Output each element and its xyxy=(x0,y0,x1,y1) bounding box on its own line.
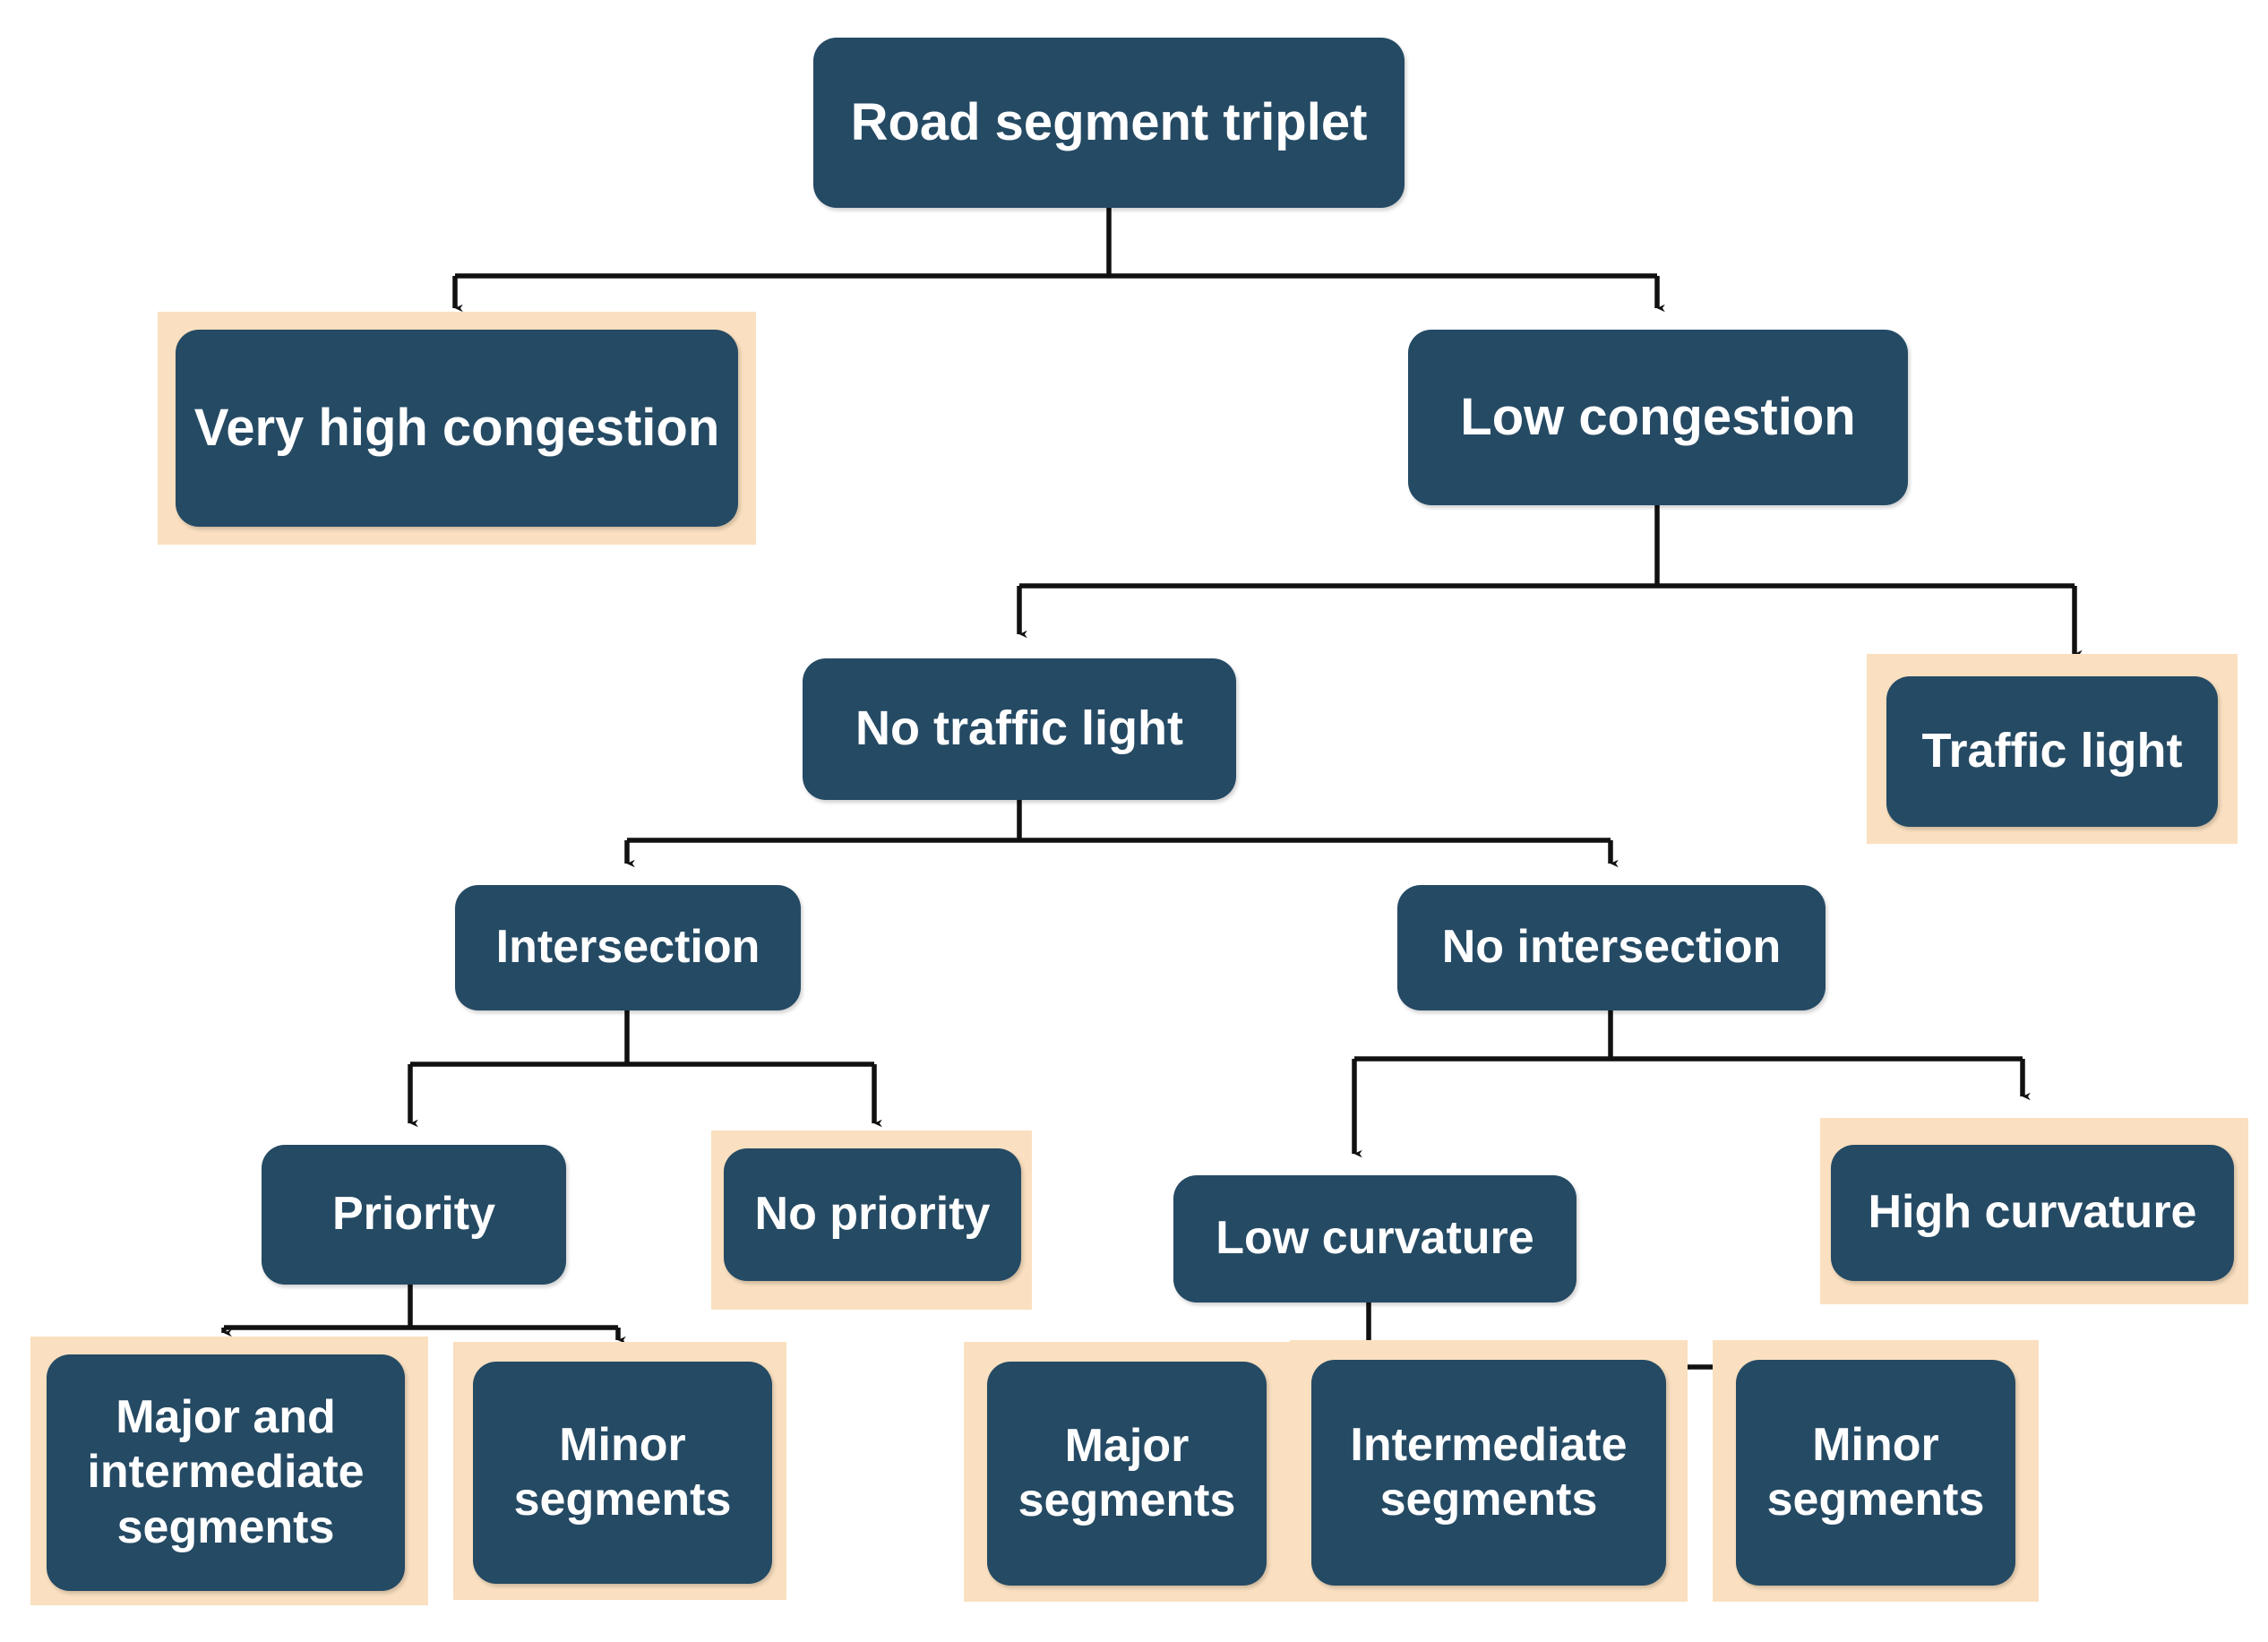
node-label: Major and intermediate segments xyxy=(87,1390,365,1553)
node-notraffic[interactable]: No traffic light xyxy=(803,658,1236,800)
node-label: Major segments xyxy=(1018,1419,1236,1526)
node-label: Traffic light xyxy=(1921,724,2183,778)
node-veryhigh[interactable]: Very high congestion xyxy=(176,330,738,527)
node-label: Priority xyxy=(331,1188,496,1241)
node-label: Very high congestion xyxy=(193,398,720,457)
node-label: Minor segments xyxy=(513,1418,732,1526)
node-label: High curvature xyxy=(1868,1186,2197,1239)
node-label: Minor segments xyxy=(1766,1418,1985,1526)
node-label: No intersection xyxy=(1441,921,1782,974)
node-minor1[interactable]: Minor segments xyxy=(473,1362,772,1584)
node-intermed2[interactable]: Intermediate segments xyxy=(1311,1360,1666,1586)
node-label: No traffic light xyxy=(855,701,1183,756)
node-label: Intermediate segments xyxy=(1350,1418,1628,1526)
node-label: Intersection xyxy=(495,921,760,974)
node-highcurv[interactable]: High curvature xyxy=(1831,1145,2234,1281)
node-traffic[interactable]: Traffic light xyxy=(1886,676,2218,827)
node-noprio[interactable]: No priority xyxy=(724,1148,1021,1281)
node-label: Low congestion xyxy=(1460,387,1856,446)
node-prio[interactable]: Priority xyxy=(262,1145,566,1285)
node-minor2[interactable]: Minor segments xyxy=(1736,1360,2015,1586)
node-label: No priority xyxy=(754,1188,991,1241)
node-major2[interactable]: Major segments xyxy=(987,1362,1267,1586)
node-lowcurv[interactable]: Low curvature xyxy=(1173,1175,1576,1302)
node-root[interactable]: Road segment triplet xyxy=(813,38,1405,208)
node-lowcong[interactable]: Low congestion xyxy=(1408,330,1908,505)
node-majint[interactable]: Major and intermediate segments xyxy=(47,1354,405,1591)
node-label: Road segment triplet xyxy=(850,92,1368,151)
node-label: Low curvature xyxy=(1216,1212,1534,1265)
node-inter[interactable]: Intersection xyxy=(455,885,801,1010)
node-nointer[interactable]: No intersection xyxy=(1397,885,1826,1010)
